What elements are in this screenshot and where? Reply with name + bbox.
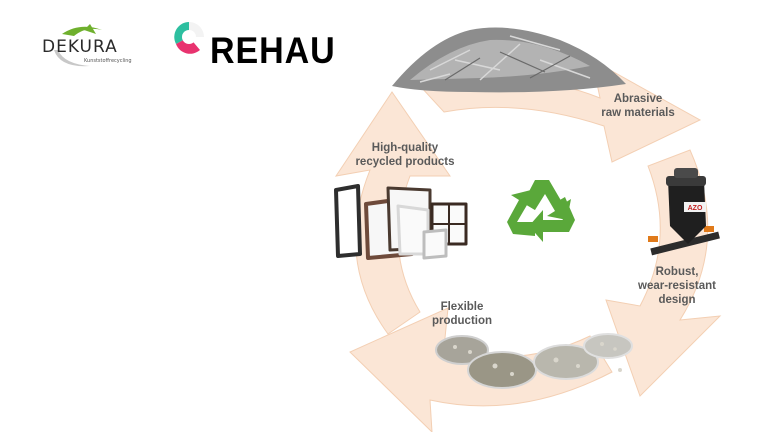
window-frames-icon: [334, 184, 468, 260]
stage-label-abrasive: Abrasive raw materials: [601, 93, 675, 119]
machine-badge: AZO: [688, 205, 703, 212]
dekura-tagline: Kunststoffrecycling: [84, 58, 132, 64]
dekura-wordmark: DEKURA: [42, 37, 118, 57]
stage-label-high-quality: High-quality recycled products: [355, 142, 455, 168]
dekura-swoosh-icon: [54, 24, 102, 67]
scrap-pile-icon: [392, 27, 626, 93]
recycle-icon: [507, 180, 575, 242]
rehau-mark-icon: [174, 22, 204, 54]
stage-label-robust: Robust, wear-resistant design: [638, 266, 716, 306]
rehau-wordmark: REHAU: [210, 30, 336, 71]
stage-label-flexible: Flexible production: [431, 301, 493, 327]
plastic-granules-icon: [435, 333, 633, 389]
feeder-machine-icon: AZO: [648, 168, 720, 256]
